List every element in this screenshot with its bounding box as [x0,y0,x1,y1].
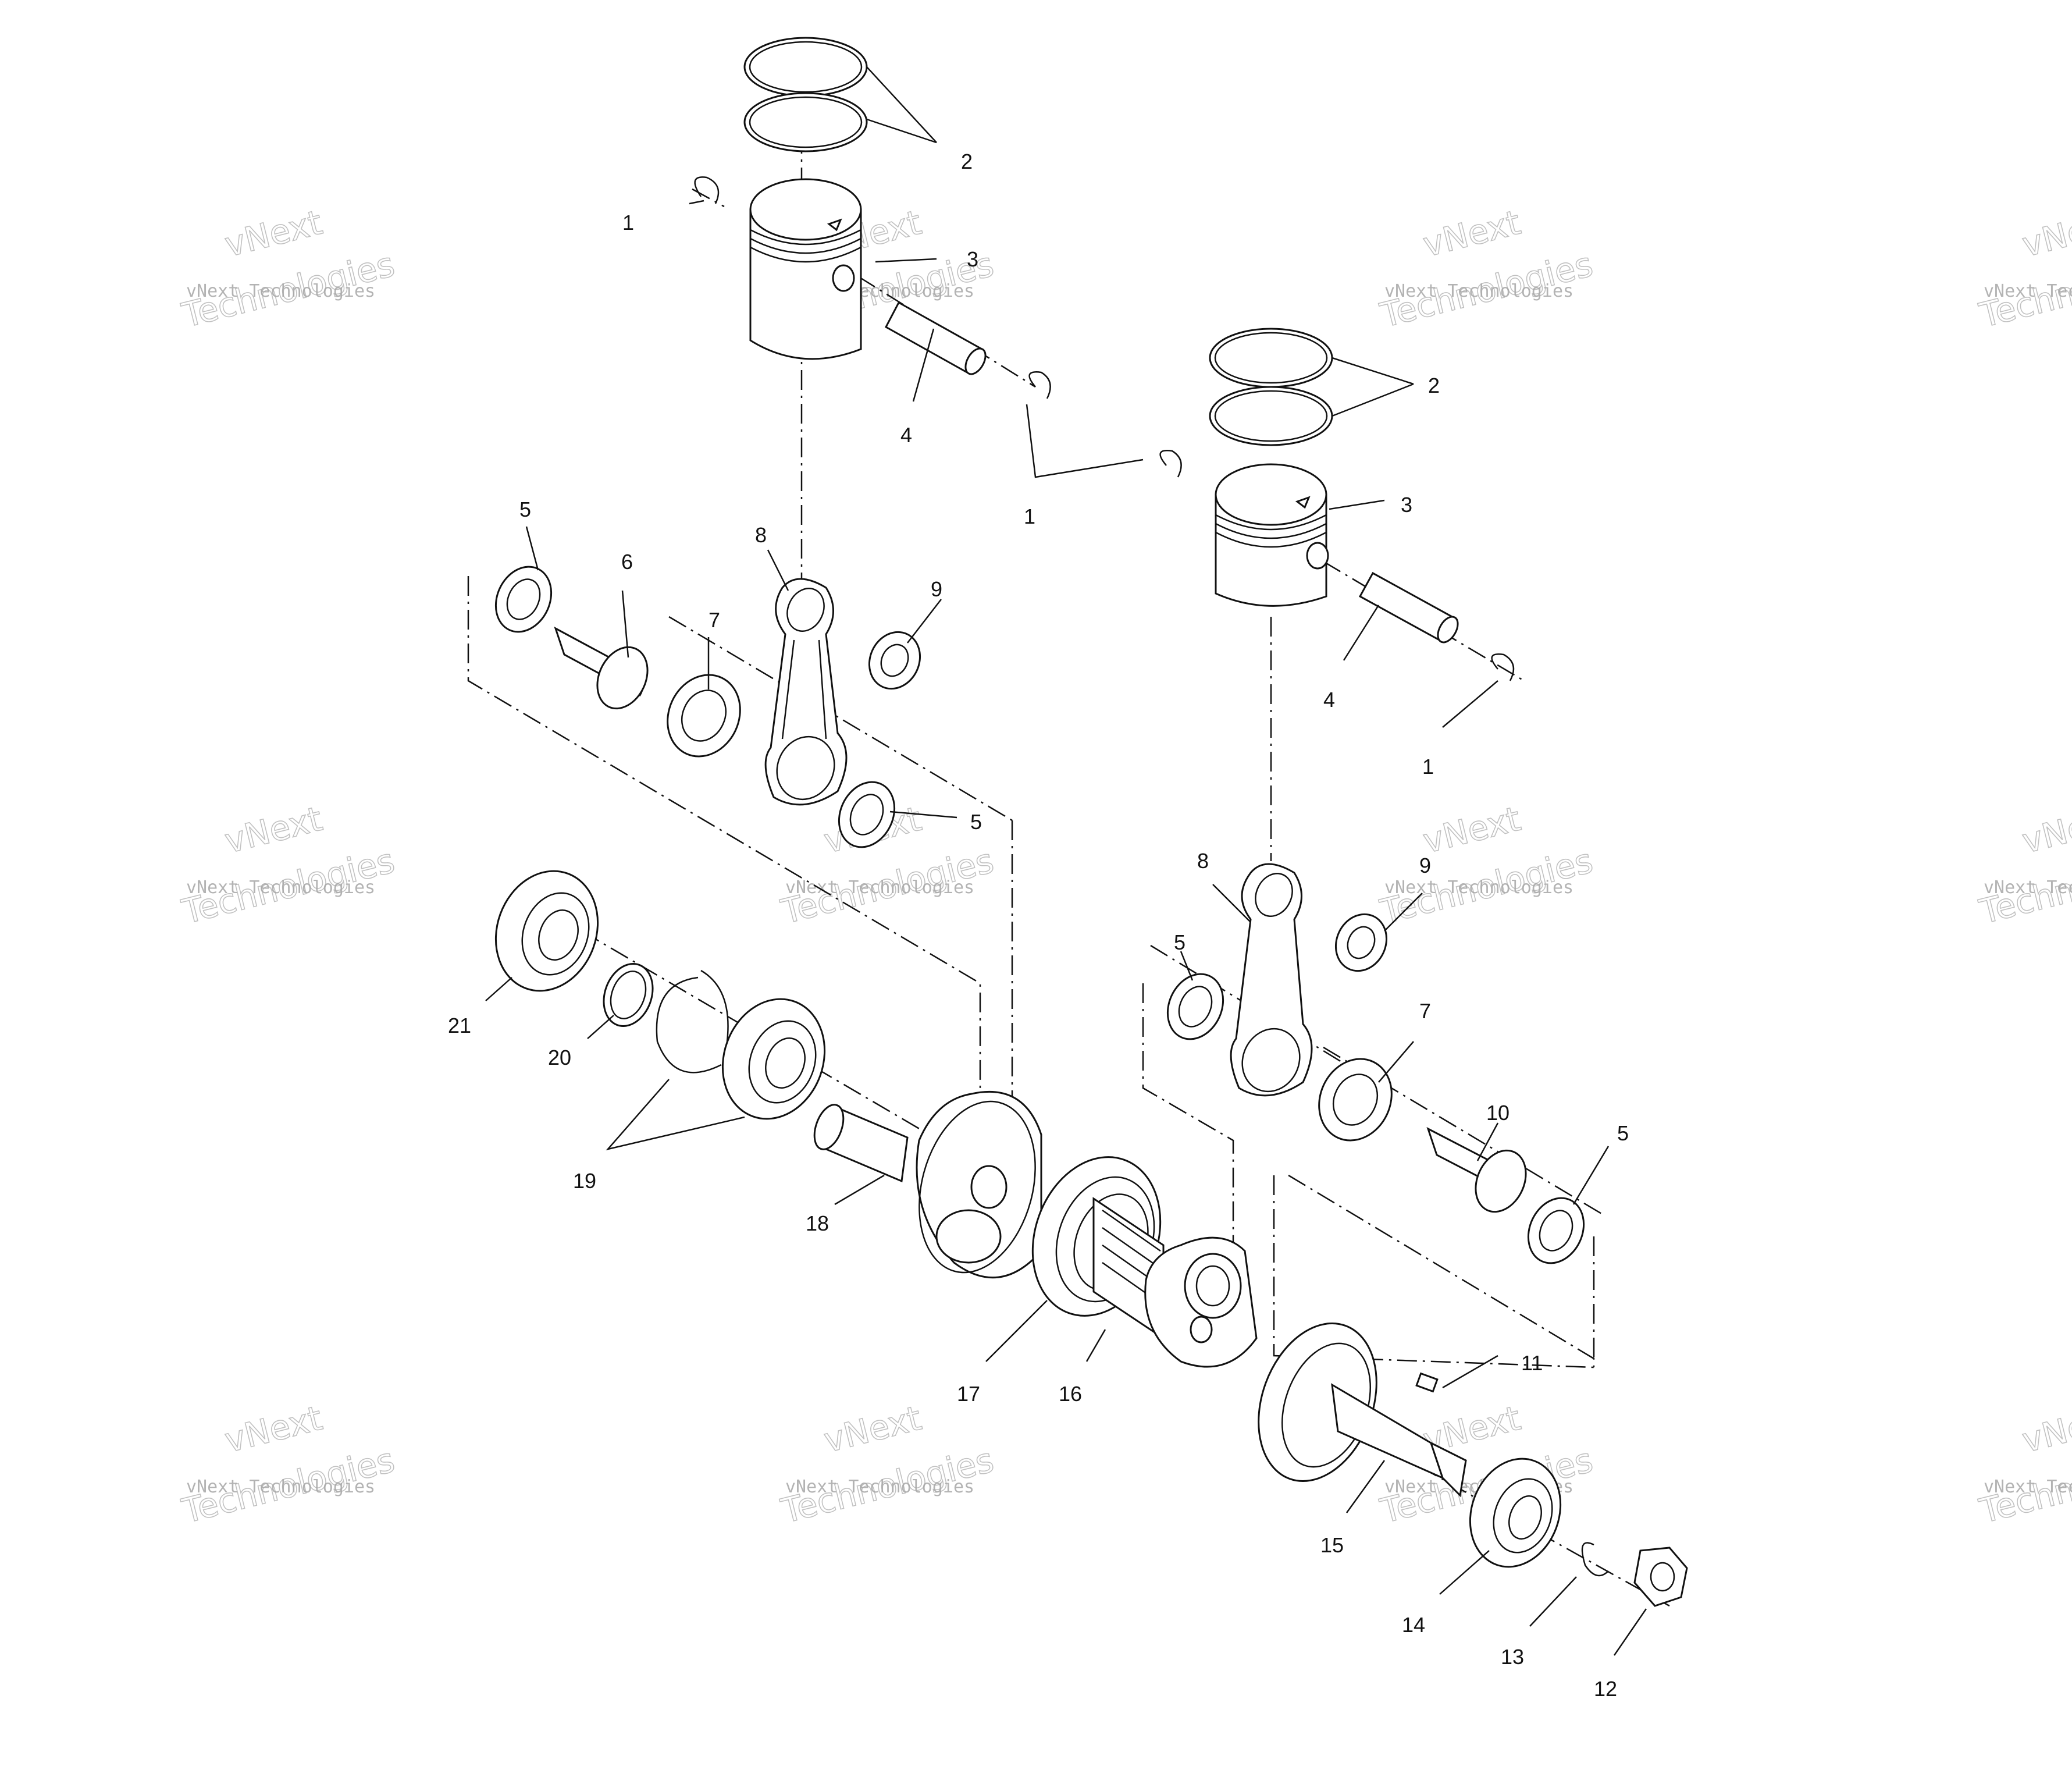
callout-1-middle: 1 [1024,504,1035,528]
callout-17: 17 [957,1382,980,1406]
callout-5-far-right: 5 [1617,1121,1629,1145]
callout-6: 6 [621,550,633,574]
callout-7-right: 7 [1419,999,1431,1023]
callout-13: 13 [1501,1645,1524,1669]
left-main-bearings [494,870,826,1120]
watermark-word: Technologies [777,841,998,932]
right-connecting-rod-group [1166,863,1585,1264]
watermark-word: Technologies [178,841,398,932]
watermark-brand: vNext [221,202,326,265]
callout-1-top-left: 1 [622,211,634,234]
watermark-word: Technologies [178,1440,398,1531]
watermark-line: vNext Technologies [1984,877,2072,898]
watermark-brand: vNext [2018,799,2072,861]
callout-18: 18 [806,1211,829,1235]
left-connecting-rod-group [494,566,921,848]
watermark-word: Technologies [178,244,398,335]
callout-4-right: 4 [1323,688,1335,712]
callout-7-left: 7 [709,608,720,632]
watermark-brand: vNext [2018,1398,2072,1460]
watermark-line: vNext Technologies [186,281,375,301]
callout-2-right: 2 [1428,374,1440,397]
watermark-brand: vNext [221,1398,326,1460]
callout-1-right: 1 [1422,755,1434,779]
callout-9-left: 9 [931,577,942,601]
callout-21: 21 [448,1014,471,1037]
callout-19: 19 [573,1169,596,1193]
callout-11: 11 [1521,1351,1543,1375]
watermark-brand: vNext [221,799,326,861]
watermark-line: vNext Technologies [1384,877,1573,898]
callout-5-mid-right: 5 [1174,930,1185,954]
callout-8-left: 8 [755,523,767,547]
callout-9-right: 9 [1419,854,1431,877]
watermark-brand: vNext [1419,202,1525,265]
watermark-brand: vNext [820,1398,925,1460]
callout-12: 12 [1594,1677,1617,1701]
callout-14: 14 [1402,1613,1425,1637]
watermark-brand: vNext [1419,799,1525,861]
watermark-line: vNext Technologies [1984,1477,2072,1497]
callout-8-right: 8 [1197,849,1209,873]
watermark-brand: vNext [2018,202,2072,265]
callout-5-upper-left: 5 [519,497,531,521]
callout-labels: 1 2 3 4 1 2 3 4 1 5 6 7 8 9 5 8 9 5 7 10… [448,150,1629,1701]
right-piston-assembly [1209,328,1515,681]
watermark-word: Technologies [1376,841,1597,932]
watermark-line: vNext Technologies [785,1477,974,1497]
callout-16: 16 [1059,1382,1082,1406]
callout-3-right: 3 [1401,493,1412,517]
crankshaft [813,1090,1688,1607]
watermark-line: vNext Technologies [186,1477,375,1497]
watermark-word: Technologies [777,1440,998,1531]
left-piston-assembly [694,37,1182,478]
watermark-line: vNext Technologies [186,877,375,898]
callout-15: 15 [1320,1533,1344,1557]
callout-3-top: 3 [967,247,978,271]
watermark-line: vNext Technologies [1384,281,1573,301]
leader-lines [485,66,1647,1656]
callout-10: 10 [1486,1101,1510,1125]
watermark-word: Technologies [1376,244,1597,335]
callout-4-top: 4 [900,423,912,447]
watermark-line: vNext Technologies [1984,281,2072,301]
callout-20: 20 [548,1046,571,1069]
callout-5-center: 5 [970,810,982,834]
callout-2-top: 2 [961,150,973,173]
